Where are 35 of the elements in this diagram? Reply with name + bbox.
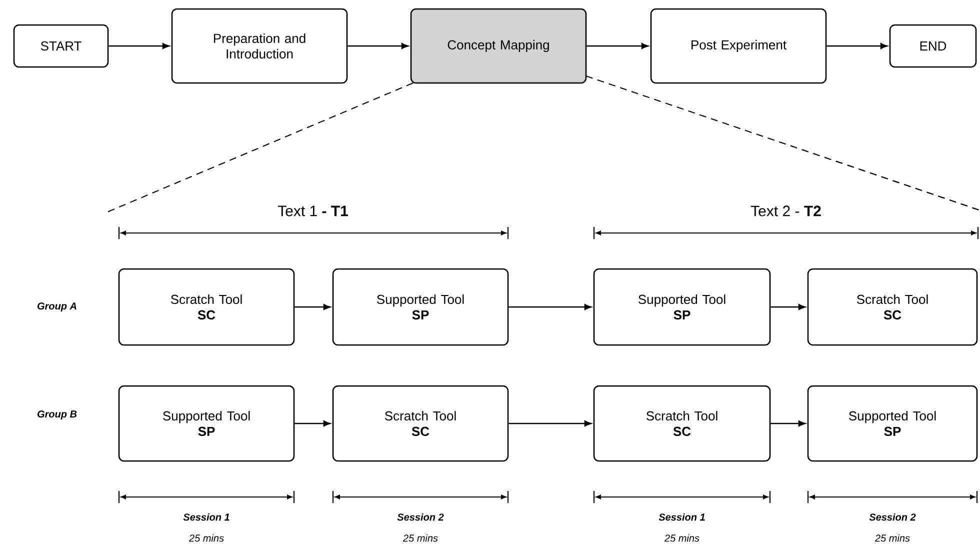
start-box: START: [13, 24, 109, 68]
arrow: [586, 43, 648, 49]
duration-label: 25 mins: [402, 534, 438, 542]
arrow: [348, 43, 408, 49]
session-label: Session 2: [397, 513, 444, 521]
end-box: END: [889, 24, 977, 68]
arrow: [770, 420, 806, 426]
session-box: Supported Tool SP: [593, 268, 771, 346]
duration-label: 25 mins: [664, 534, 700, 542]
session-box: Supported Tool SP: [807, 385, 978, 462]
session-box: Scratch Tool SC: [332, 385, 509, 462]
session-box: Supported Tool SP: [332, 268, 509, 346]
duration-label: 25 mins: [188, 534, 224, 542]
arrow: [294, 420, 330, 426]
duration-label: 25 mins: [874, 534, 910, 542]
session-box: Scratch Tool SC: [118, 268, 295, 346]
process-box: Concept Mapping: [410, 8, 587, 84]
arrow: [770, 304, 806, 310]
group-label: Group A: [38, 302, 76, 312]
arrow: [294, 304, 330, 310]
arrow: [108, 43, 170, 49]
session-box: Supported Tool SP: [118, 385, 295, 462]
session-label: Session 1: [183, 513, 230, 521]
heading-label: Text 1 - T1: [278, 206, 348, 216]
arrow: [508, 420, 592, 426]
arrow: [508, 304, 592, 310]
group-label: Group B: [38, 410, 77, 420]
session-label: Session 2: [869, 513, 916, 521]
heading-label: Text 2 - T2: [750, 206, 821, 216]
session-box: Scratch Tool SC: [807, 268, 978, 346]
arrow: [826, 43, 888, 49]
session-box: Scratch Tool SC: [593, 385, 771, 462]
process-box: Post Experiment: [650, 8, 827, 84]
process-box: Preparation and Introduction: [171, 8, 348, 84]
session-label: Session 1: [658, 513, 705, 521]
